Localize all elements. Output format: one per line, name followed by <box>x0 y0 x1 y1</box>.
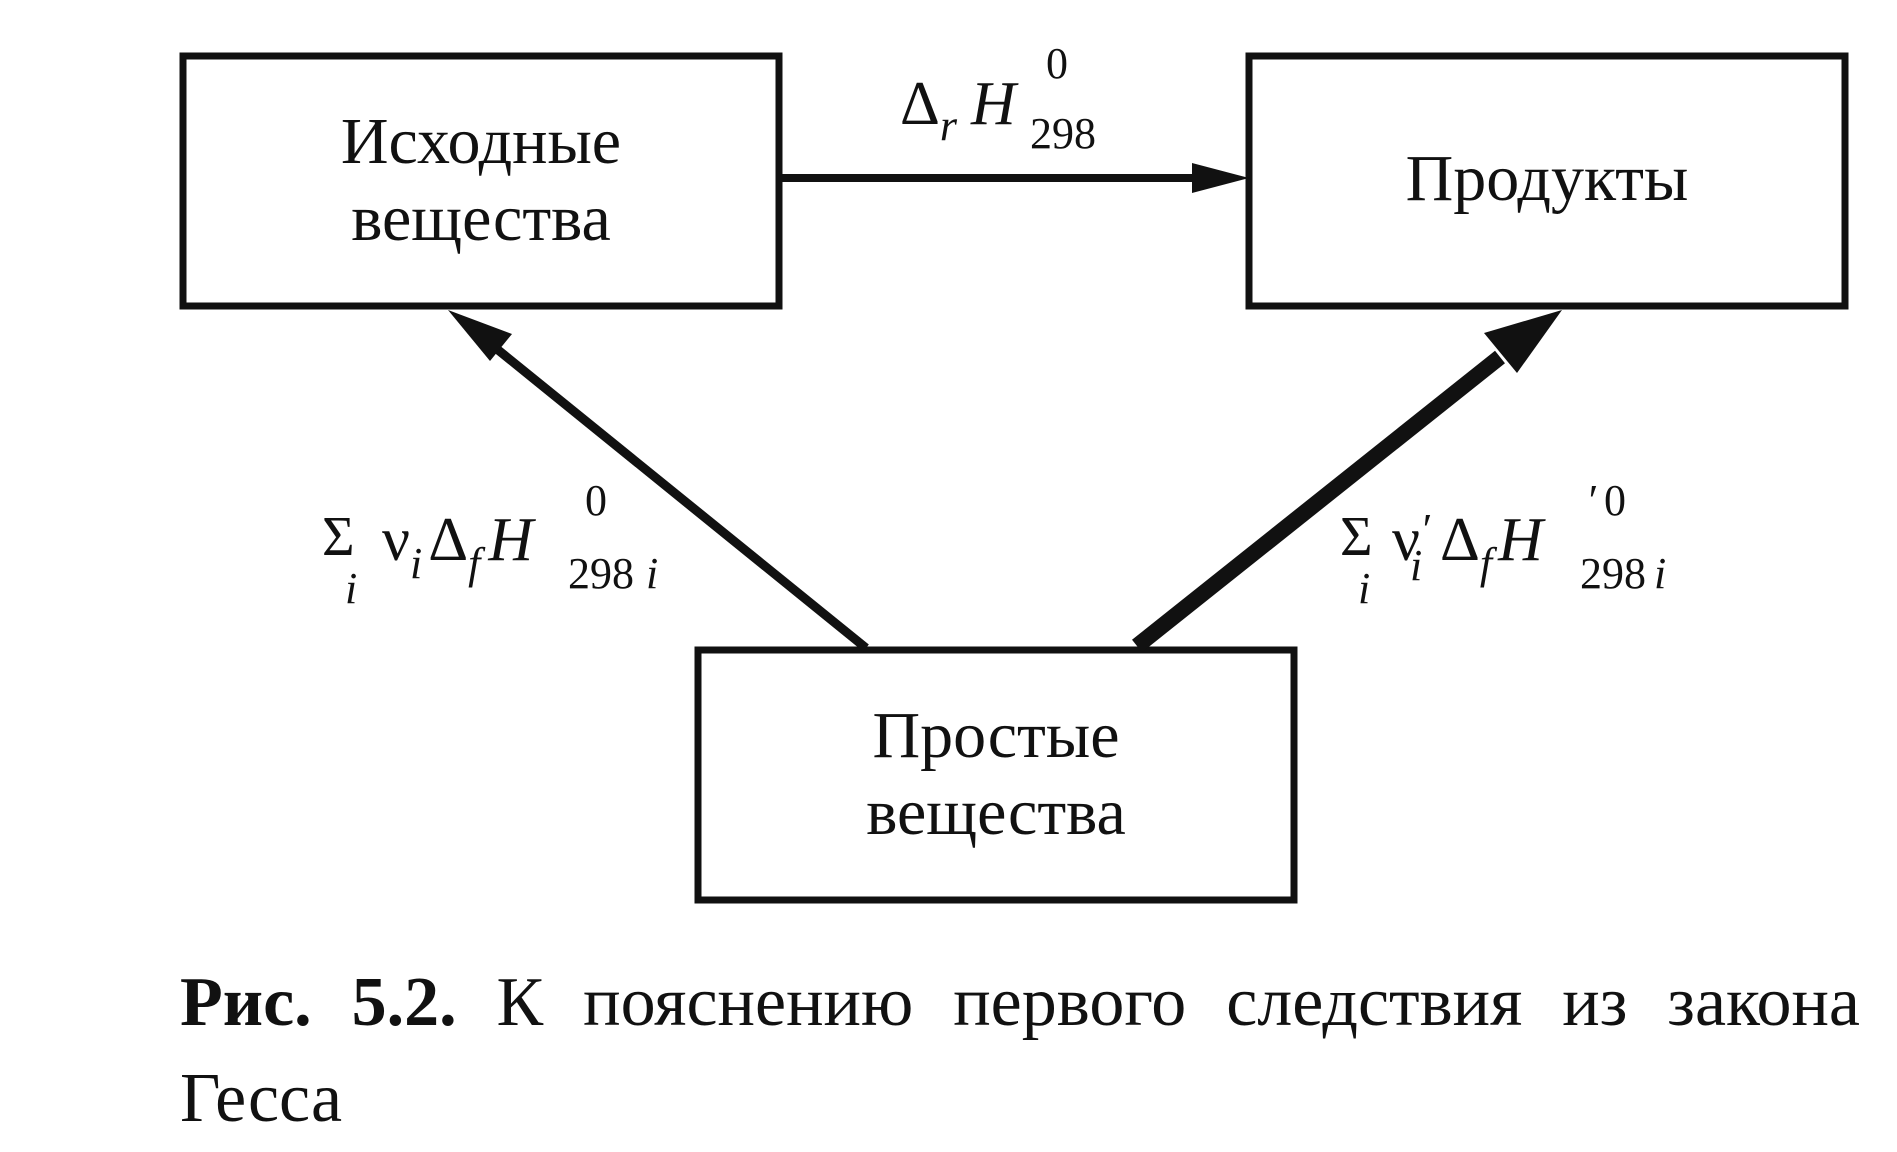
delta-symbol: Δ <box>1440 506 1480 574</box>
sum-index: i <box>345 564 357 613</box>
temperature-subscript: 298 <box>1580 549 1646 598</box>
species-index: i <box>1654 549 1666 598</box>
caption-text: К пояснению первого следствия из закона … <box>180 964 1861 1137</box>
delta-subscript-f: f <box>1480 539 1498 588</box>
svg-text:ΔrH: ΔrH <box>900 70 1019 150</box>
nu-index: i <box>410 539 422 588</box>
reaction-arrow <box>779 163 1249 193</box>
nu-index: i <box>1410 541 1422 590</box>
species-index: i <box>646 549 658 598</box>
delta-symbol: Δ <box>900 70 940 138</box>
reactants-box: Исходные вещества <box>179 52 783 310</box>
standard-state-superscript: 0 <box>1046 39 1068 88</box>
nu-symbol: ν <box>1392 506 1420 574</box>
products-box: Продукты <box>1245 52 1849 310</box>
temperature-subscript: 298 <box>1030 109 1096 158</box>
formation-reactants-arrowhead <box>448 310 512 361</box>
enthalpy-symbol: H <box>487 506 536 574</box>
formation-products-arrowhead <box>1484 310 1562 373</box>
delta-subscript-r: r <box>940 101 958 150</box>
products-label: Продукты <box>1406 142 1689 215</box>
sum-symbol: Σ <box>1340 506 1373 568</box>
enthalpy-symbol: H <box>1497 506 1546 574</box>
simple-label-line2: вещества <box>866 776 1126 849</box>
svg-text:ΔfH: ΔfH <box>1440 506 1546 588</box>
nu-symbol: ν <box>382 506 410 574</box>
formation-reactants-arrow <box>448 310 869 652</box>
formation-products-arrow <box>1132 310 1562 653</box>
sum-index: i <box>1358 564 1370 613</box>
delta-subscript-f: f <box>468 539 486 588</box>
svg-text:ν′: ν′ <box>1392 505 1431 574</box>
reactants-label-line1: Исходные <box>341 105 621 178</box>
figure-caption: Рис. 5.2. К пояснению первого следствия … <box>180 955 1860 1147</box>
nu-prime: ′ <box>1420 505 1431 554</box>
reaction-arrowhead <box>1192 163 1249 193</box>
reactants-label-line2: вещества <box>351 182 611 255</box>
caption-label: Рис. 5.2. <box>180 964 457 1041</box>
enthalpy-symbol: H <box>970 70 1019 138</box>
sum-symbol: Σ <box>322 506 355 568</box>
standard-state-superscript: 0 <box>1604 476 1626 525</box>
delta-symbol: Δ <box>428 506 468 574</box>
enthalpy-prime: ′ <box>1586 476 1597 525</box>
simple-label-line1: Простые <box>872 699 1119 772</box>
temperature-subscript: 298 <box>568 549 634 598</box>
standard-state-superscript: 0 <box>585 476 607 525</box>
simple-substances-box: Простые вещества <box>694 646 1298 904</box>
